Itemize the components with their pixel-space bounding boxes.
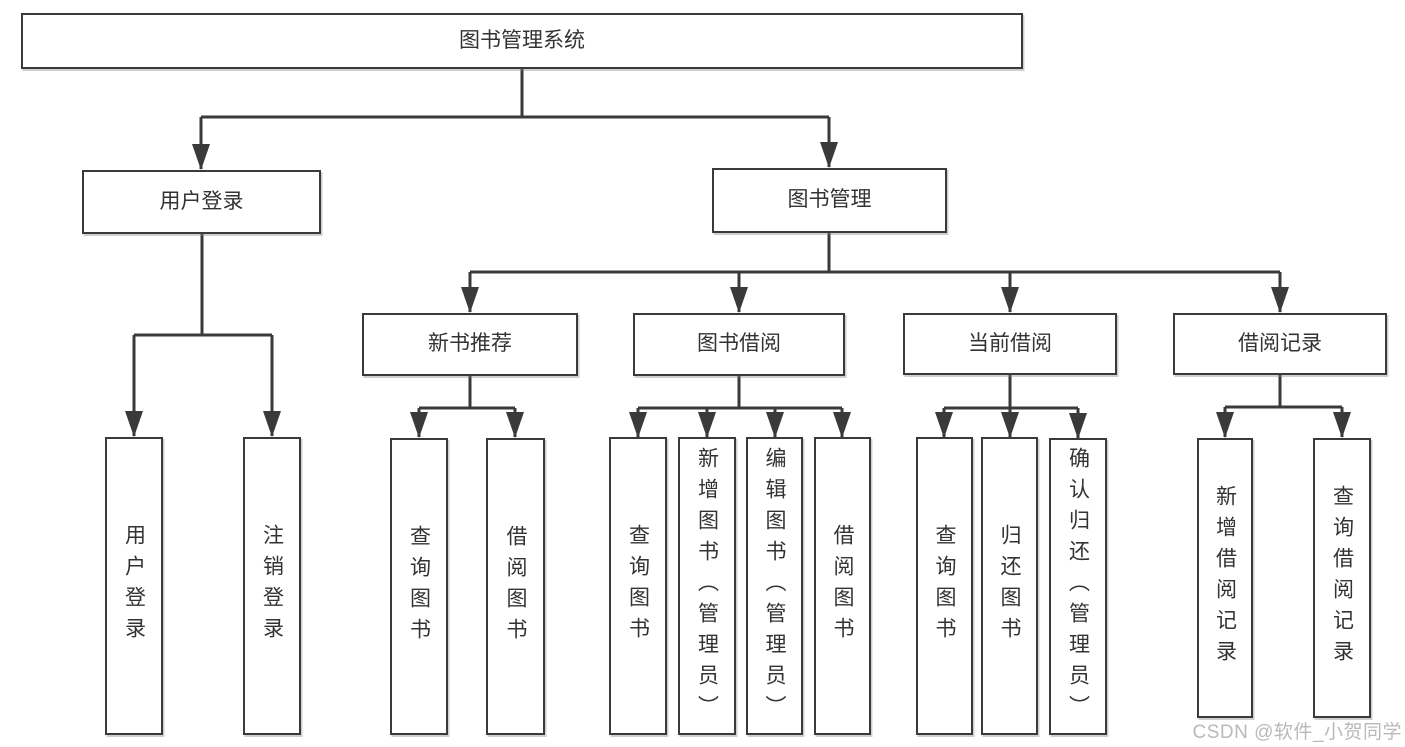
leaf-edit-book-admin: 编辑图书（管理员） bbox=[746, 437, 803, 735]
connector-book-borrow-trunk bbox=[638, 376, 842, 410]
leaf-query-books-recommend: 查询图书 bbox=[390, 438, 448, 735]
leaf-query-borrow-record: 查询借阅记录 bbox=[1313, 438, 1371, 718]
node-new-book-recommend: 新书推荐 bbox=[362, 313, 578, 376]
node-book-borrow: 图书借阅 bbox=[633, 313, 845, 376]
leaf-add-book-admin: 新增图书（管理员） bbox=[678, 437, 736, 735]
connector-borrow-records-trunk bbox=[1225, 375, 1342, 409]
node-book-management: 图书管理 bbox=[712, 168, 947, 233]
node-borrow-records: 借阅记录 bbox=[1173, 313, 1387, 375]
leaf-query-books-borrow: 查询图书 bbox=[609, 437, 667, 735]
connector-recommend-trunk bbox=[419, 376, 515, 410]
node-library-management-system: 图书管理系统 bbox=[21, 13, 1023, 69]
node-user-login: 用户登录 bbox=[82, 170, 321, 234]
leaf-add-borrow-record: 新增借阅记录 bbox=[1197, 438, 1253, 718]
leaf-logout-login: 注销登录 bbox=[243, 437, 301, 735]
connector-current-borrow-trunk bbox=[944, 375, 1078, 410]
node-current-borrow: 当前借阅 bbox=[903, 313, 1117, 375]
leaf-return-book: 归还图书 bbox=[981, 437, 1038, 735]
watermark: CSDN @软件_小贺同学 bbox=[1192, 722, 1402, 743]
leaf-borrow-books: 借阅图书 bbox=[814, 437, 871, 735]
connector-user-login-trunk bbox=[134, 234, 272, 337]
connector-root-trunk bbox=[201, 69, 829, 119]
leaf-confirm-return-admin: 确认归还（管理员） bbox=[1049, 438, 1107, 735]
leaf-borrow-books-recommend: 借阅图书 bbox=[486, 438, 545, 735]
connector-book-management-trunk bbox=[470, 233, 1280, 274]
leaf-user-login: 用户登录 bbox=[105, 437, 163, 735]
leaf-query-books-current: 查询图书 bbox=[916, 437, 973, 735]
